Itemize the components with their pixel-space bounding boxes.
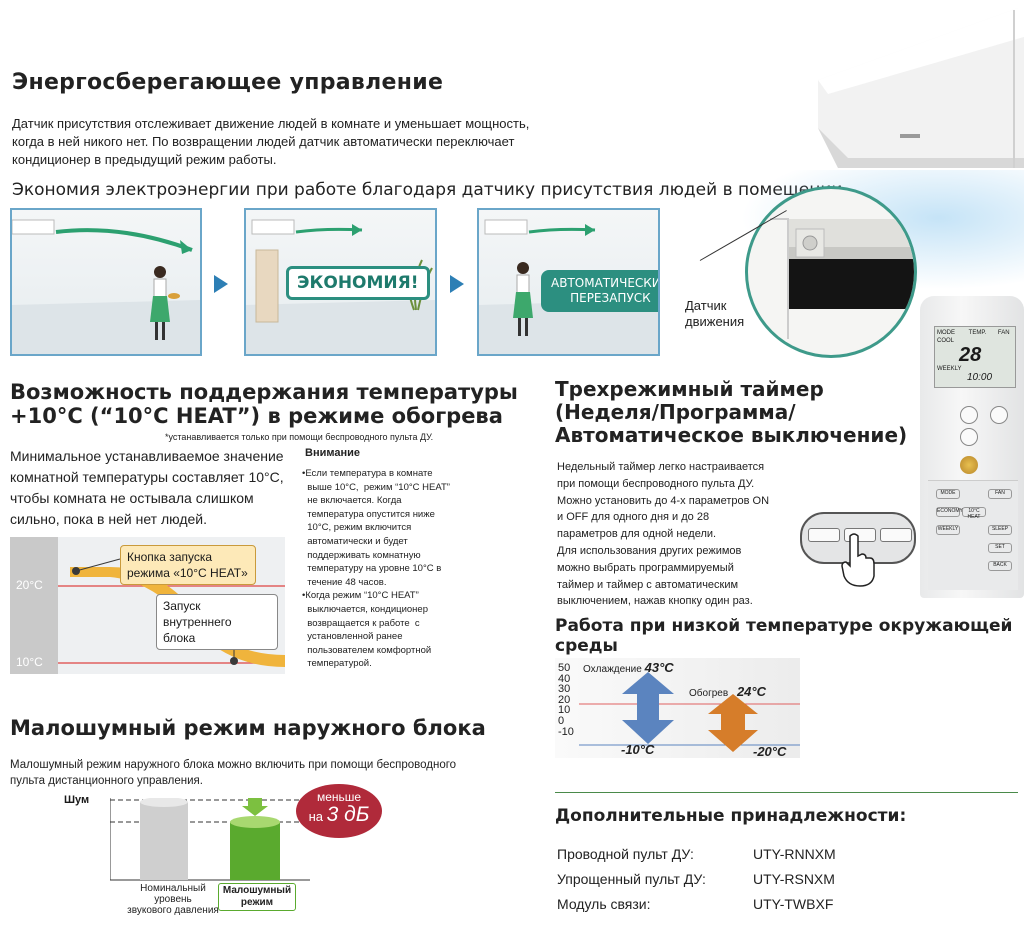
accessories-title: Дополнительные принадлежности: — [555, 806, 907, 826]
scene-economy: ЭКОНОМИЯ! — [244, 208, 437, 356]
scene-person-present — [10, 208, 202, 356]
remote-button-panel: MODE FAN ECONOMY 10°C HEAT WEEKLY SLEEP … — [928, 480, 1018, 590]
quiet-body-text: Малошумный режим наружного блока можно в… — [10, 759, 457, 787]
intro-line: когда в ней никого нет. По возвращении л… — [12, 134, 515, 149]
weekly-button[interactable]: WEEKLY — [936, 525, 960, 535]
accessory-row: Модуль связи:UTY-TWBXF — [557, 896, 834, 912]
timer-body-text: Недельный таймер легко настраивается при… — [557, 461, 770, 608]
motion-sensor-label: Датчик движения — [685, 298, 745, 329]
temperature-axis: 50 40 30 20 10 0 -10 — [558, 662, 574, 738]
heating-label: Обогрев 24°C — [689, 684, 766, 699]
heat-10-button[interactable]: 10°C HEAT — [962, 507, 986, 520]
unit-start-callout: Запуск внутреннего блока — [156, 594, 278, 650]
remote-display: MODE TEMP. FAN COOL 28 WEEKLY 10:00 — [934, 326, 1016, 388]
economy-badge: ЭКОНОМИЯ! — [286, 266, 430, 300]
heat-button-callout: Кнопка запуска режима «10°C HEAT» — [120, 545, 256, 585]
intro-text: Датчик присутствия отслеживает движение … — [12, 115, 712, 169]
heating-min-value: -20°C — [753, 744, 787, 759]
intro-line: кондиционер в предыдущий режим работы. — [12, 152, 277, 167]
motion-sensor-zoom — [745, 186, 917, 358]
economy-button[interactable]: ECONOMY — [936, 507, 963, 517]
heat-mode-graph: 20°C 10°C Кнопка запуска режима «10°C HE… — [10, 537, 285, 674]
heat-footnote: *устанавливается только при помощи беспр… — [165, 432, 434, 442]
cooling-min-value: -10°C — [621, 742, 655, 757]
noise-chart — [109, 797, 310, 905]
accessories-divider — [555, 792, 1018, 793]
weekly-button-zoom[interactable] — [808, 528, 840, 542]
lowtemp-section-title: Работа при низкой температуре окружающей… — [555, 616, 1013, 656]
noise-reduction-value: 3 дБ — [326, 803, 370, 826]
operating-range-chart: 50 40 30 20 10 0 -10 Охлаждение 43°C Обо… — [555, 658, 800, 759]
fan-button[interactable] — [990, 406, 1008, 424]
intro-line: Датчик присутствия отслеживает движение … — [12, 116, 530, 131]
mode-button[interactable]: MODE — [936, 489, 960, 499]
quiet-mode-label: Малошумный режим — [218, 883, 296, 911]
label-20c: 20°C — [16, 578, 43, 592]
auto-restart-badge: АВТОМАТИЧЕСКИЙ ПЕРЕЗАПУСК — [541, 270, 658, 312]
noise-axis-label: Шум — [64, 794, 90, 806]
label-10c: 10°C — [16, 655, 43, 669]
accessory-row: Проводной пульт ДУ:UTY-RNNXM — [557, 846, 836, 862]
sleep-button[interactable]: SLEEP — [988, 525, 1012, 535]
pointing-hand-icon — [838, 532, 878, 588]
remote-control: MODE TEMP. FAN COOL 28 WEEKLY 10:00 MODE… — [920, 296, 1024, 598]
fan-speed-button[interactable]: FAN — [988, 489, 1012, 499]
temp-down-button[interactable] — [960, 428, 978, 446]
quiet-section-title: Малошумный режим наружного блока — [10, 716, 486, 740]
air-conditioner-image — [818, 8, 1024, 168]
attention-title: Внимание — [305, 447, 360, 459]
temp-up-button[interactable] — [960, 406, 978, 424]
accessory-row: Упрощенный пульт ДУ:UTY-RSNXM — [557, 871, 835, 887]
set-button[interactable]: SET — [988, 543, 1012, 553]
nominal-level-label: Номинальный уровень звукового давления — [127, 883, 219, 916]
cooling-label: Охлаждение 43°C — [583, 660, 674, 675]
next-arrow-icon — [214, 275, 228, 293]
power-button[interactable] — [960, 456, 978, 474]
energy-subtitle: Экономия электроэнергии при работе благо… — [12, 180, 843, 200]
heating-max-value: 24°C — [736, 684, 766, 699]
heat-section-title: Возможность поддержания температуры +10°… — [10, 380, 518, 428]
back-button[interactable]: BACK — [988, 561, 1012, 571]
attention-text: •Если температура в комнате выше 10°C, р… — [302, 468, 450, 670]
page-title: Энергосберегающее управление — [12, 70, 444, 95]
cooling-max-value: 43°C — [644, 660, 674, 675]
sleep-button-zoom[interactable] — [880, 528, 912, 542]
heat-body-text: Минимальное устанавливаемое значение ком… — [10, 448, 284, 527]
scene-auto-restart: АВТОМАТИЧЕСКИЙ ПЕРЕЗАПУСК — [477, 208, 660, 356]
noise-reduction-badge: меньше на 3 дБ — [296, 784, 382, 838]
timer-section-title: Трехрежимный таймер (Неделя/Программа/ А… — [555, 377, 908, 447]
next-arrow-icon — [450, 275, 464, 293]
